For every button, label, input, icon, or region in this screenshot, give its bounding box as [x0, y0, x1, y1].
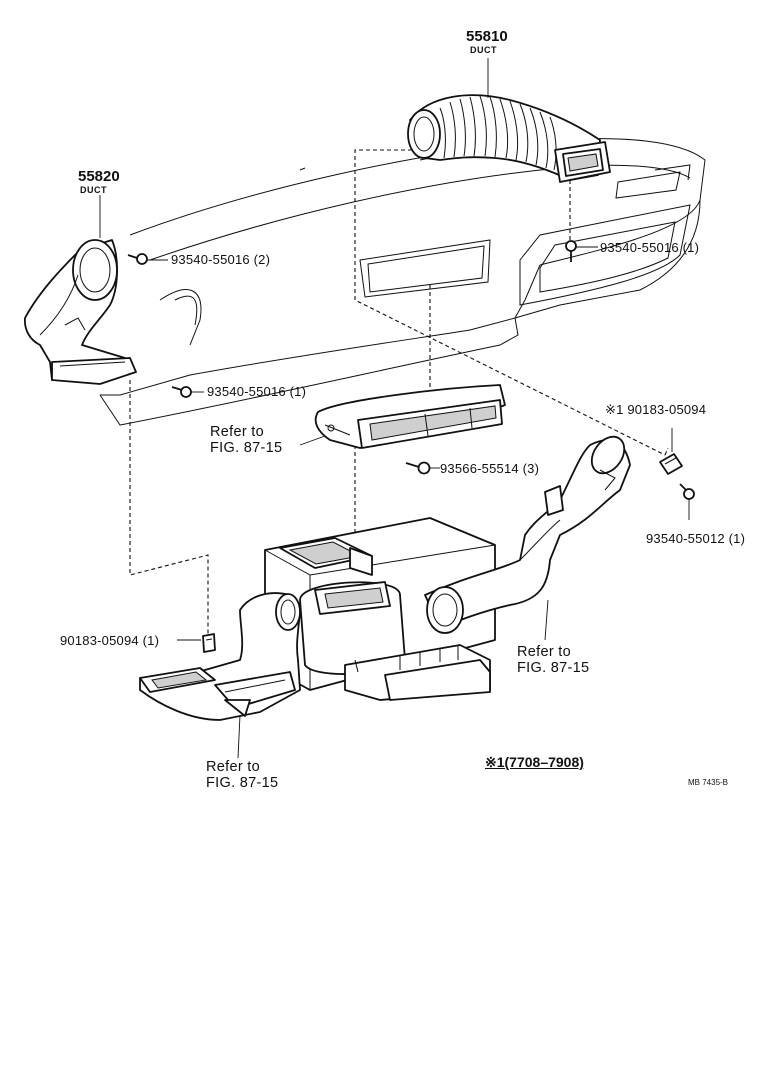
- part-number-55820: 55820: [78, 168, 120, 185]
- drawing-code: MB 7435-B: [688, 778, 729, 787]
- part-number-screw-left-lower: 93540-55016 (1): [207, 384, 307, 399]
- lower-duct-icon: [139, 592, 301, 721]
- part-name-duct-left: DUCT: [80, 185, 107, 195]
- screw-icon: [127, 253, 168, 265]
- heater-unit-icon: [264, 517, 496, 701]
- part-number-screw-right-upper: 93540-55016 (1): [600, 240, 700, 255]
- clip-icon: [177, 633, 216, 653]
- refer-callout-center: Refer to FIG. 87-15: [210, 424, 283, 456]
- part-number-55810: 55810: [466, 28, 508, 45]
- leader-line: [299, 435, 326, 446]
- screw-icon: [405, 461, 440, 475]
- part-name-duct-upper: DUCT: [470, 45, 497, 55]
- instrument-panel-outline: [99, 138, 706, 426]
- right-duct-icon: [424, 435, 631, 634]
- duct-55810-icon: [407, 58, 611, 183]
- applicability-legend: ※1(7708–7908): [485, 754, 584, 770]
- part-number-clip-right: ※1 90183-05094: [605, 402, 707, 417]
- leader-line: [237, 714, 241, 759]
- part-number-screw-center: 93566-55514 (3): [440, 461, 540, 476]
- part-number-clip-left: 90183-05094 (1): [60, 633, 160, 648]
- screw-icon: [171, 386, 204, 398]
- center-duct-icon: [314, 384, 506, 449]
- screw-icon: [565, 240, 598, 262]
- leader-line: [544, 599, 549, 641]
- screw-icon: [679, 483, 695, 520]
- part-number-screw-right-lower: 93540-55012 (1): [646, 531, 746, 546]
- clip-icon: [659, 428, 683, 475]
- refer-callout-bottom: Refer to FIG. 87-15: [206, 759, 279, 791]
- refer-callout-right: Refer to FIG. 87-15: [517, 644, 590, 676]
- duct-55820-icon: [24, 195, 137, 385]
- part-number-screw-left-upper: 93540-55016 (2): [171, 252, 271, 267]
